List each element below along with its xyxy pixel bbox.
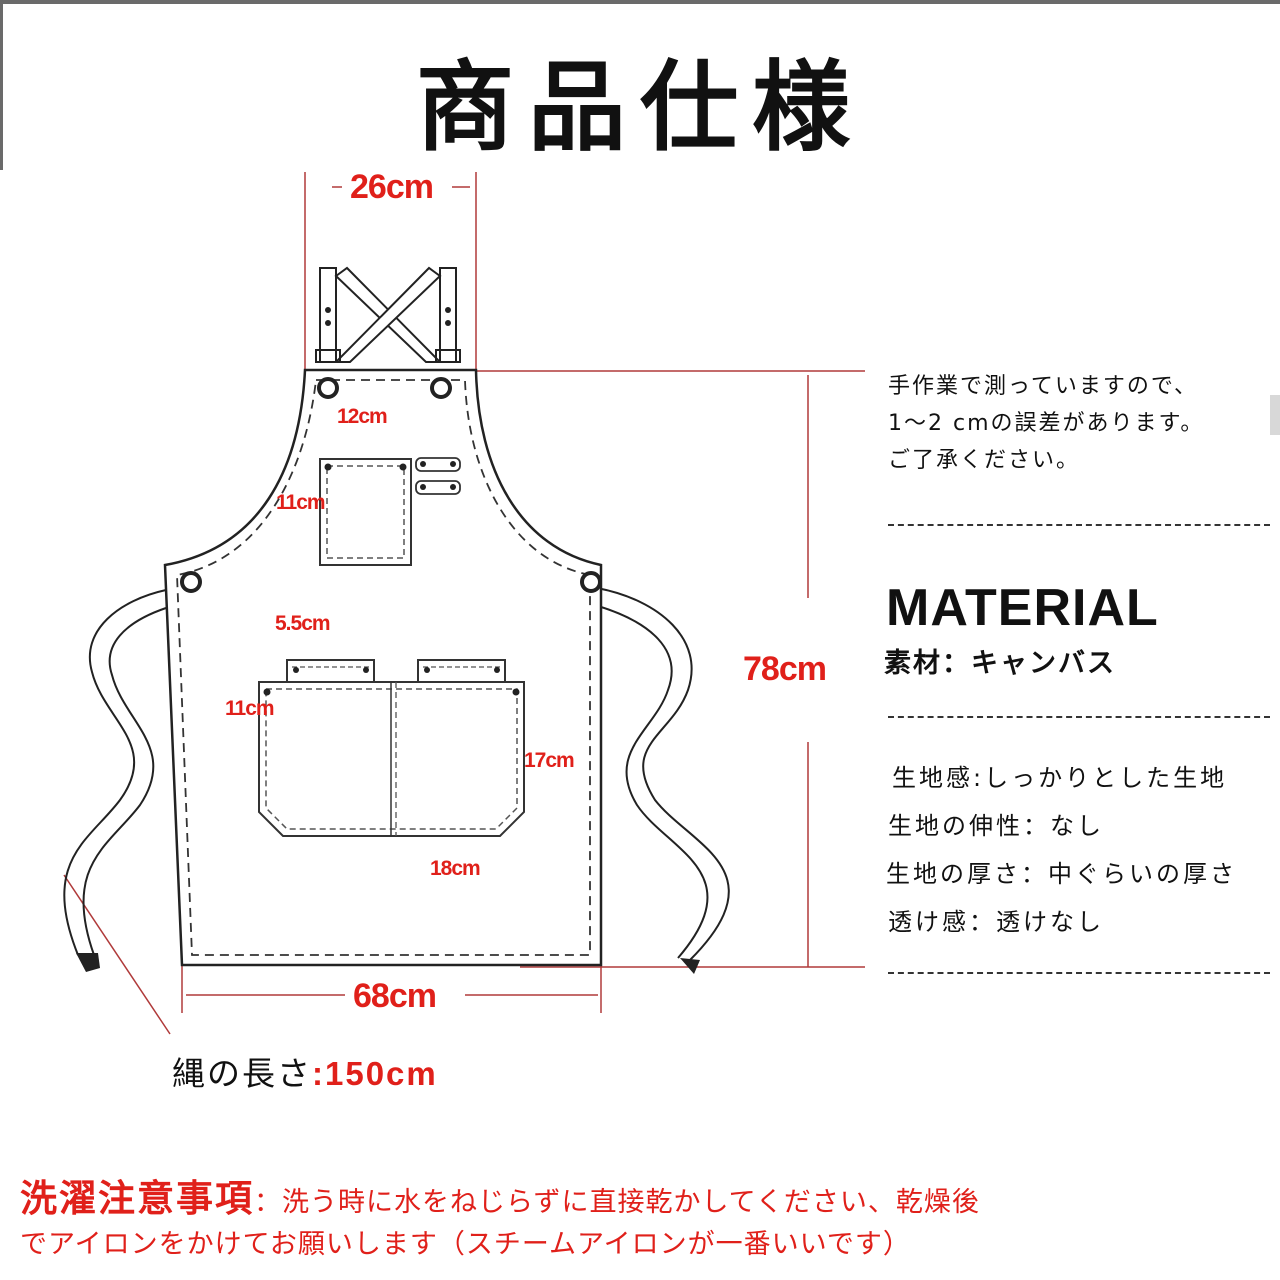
rope-length-label: 縄の長さ	[172, 1054, 312, 1093]
buckle-left	[315, 349, 341, 363]
grommet-side-right	[580, 571, 602, 593]
care-text-line2: でアイロンをかけてお願いします（スチームアイロンが一番いいです）	[20, 1229, 911, 1260]
grommets	[180, 377, 602, 593]
tool-tab-left	[286, 659, 375, 683]
rivet	[420, 484, 426, 490]
rivet	[450, 461, 456, 467]
care-heading: 洗濯注意事項	[20, 1176, 254, 1220]
dashed-divider	[888, 524, 1270, 526]
rivet	[420, 461, 426, 467]
buckle-right	[435, 349, 461, 363]
apron-stitching	[176, 379, 591, 956]
measurement-note: 手作業で測っていますので、 1〜2 cmの誤差があります。 ご了承ください。	[888, 368, 1204, 479]
dimension-strap-width: 26cm	[350, 168, 434, 206]
rivet	[512, 688, 520, 696]
rivet	[445, 320, 451, 326]
chest-pocket	[319, 457, 461, 566]
tool-tab-right	[417, 659, 506, 683]
material-heading: MATERIAL	[886, 579, 1159, 637]
rope-length: 縄の長さ:150cm	[172, 1047, 438, 1095]
chest-pocket-outline	[319, 458, 412, 566]
tie-right-outer	[596, 587, 730, 961]
care-text-line1: ：洗う時に水をねじらずに直接乾かしてください、乾燥後	[254, 1187, 980, 1218]
rivet	[494, 667, 500, 673]
measure-guides	[63, 172, 865, 1035]
dimension-tab-width: 5.5cm	[275, 612, 331, 635]
tie-right-inner	[597, 605, 709, 959]
rivet	[263, 688, 271, 696]
property-transparency: 透け感：透けなし	[888, 908, 1104, 936]
material-line: 素材：キャンバス	[884, 648, 1116, 679]
rivet	[450, 484, 456, 490]
back-straps	[315, 266, 461, 363]
property-thickness: 生地の厚さ：中ぐらいの厚さ	[886, 860, 1237, 888]
strap-left	[319, 267, 337, 363]
strap-rivets	[325, 307, 451, 326]
pen-loop-lower	[415, 480, 461, 495]
rivet	[363, 667, 369, 673]
dimension-chest-pocket-width: 12cm	[337, 405, 388, 428]
rivet	[445, 307, 451, 313]
dashed-divider	[888, 972, 1270, 974]
tie-end-left	[76, 953, 100, 972]
rope-length-value: :150cm	[312, 1055, 438, 1092]
waist-ties	[63, 587, 730, 961]
left-border	[0, 0, 3, 170]
rope-length-line	[63, 874, 171, 1035]
right-edge-mark	[1270, 395, 1280, 435]
front-pocket	[258, 659, 525, 837]
pen-loop-upper	[415, 457, 461, 472]
rivet	[293, 667, 299, 673]
tie-end-right	[680, 958, 700, 974]
dimension-chest-pocket-height: 11cm	[276, 491, 326, 514]
grommet-top-right	[430, 377, 452, 399]
dimension-front-pocket-height: 17cm	[524, 749, 575, 772]
tie-left-outer	[63, 589, 167, 956]
strap-right	[439, 267, 457, 363]
care-instructions: 洗濯注意事項：洗う時に水をねじらずに直接乾かしてください、乾燥後	[20, 1168, 1270, 1222]
note-line: 手作業で測っていますので、	[888, 374, 1199, 399]
rivet	[424, 667, 430, 673]
property-stretch: 生地の伸性：なし	[888, 812, 1104, 840]
grommet-side-left	[180, 571, 202, 593]
dimension-total-length: 78cm	[743, 650, 827, 688]
care-instructions-continued: でアイロンをかけてお願いします（スチームアイロンが一番いいです）	[20, 1222, 1270, 1261]
property-texture: 生地感:しっかりとした生地	[892, 764, 1228, 792]
rivet	[325, 307, 331, 313]
note-line: ご了承ください。	[888, 448, 1081, 473]
rivet	[399, 463, 407, 471]
rivet	[324, 463, 332, 471]
dimension-bottom-width: 68cm	[353, 977, 437, 1015]
note-line: 1〜2 cmの誤差があります。	[888, 411, 1205, 436]
chest-pocket-stitch	[326, 465, 405, 559]
tie-left-inner	[82, 607, 167, 956]
page-title: 商品仕様	[415, 50, 864, 165]
top-border	[0, 0, 1280, 4]
rivet	[325, 320, 331, 326]
dashed-divider	[888, 716, 1270, 718]
dimension-front-pocket-width: 18cm	[430, 857, 481, 880]
dimension-front-pocket-depth: 11cm	[225, 697, 275, 720]
tie-ends	[76, 953, 700, 974]
grommet-top-left	[317, 377, 339, 399]
